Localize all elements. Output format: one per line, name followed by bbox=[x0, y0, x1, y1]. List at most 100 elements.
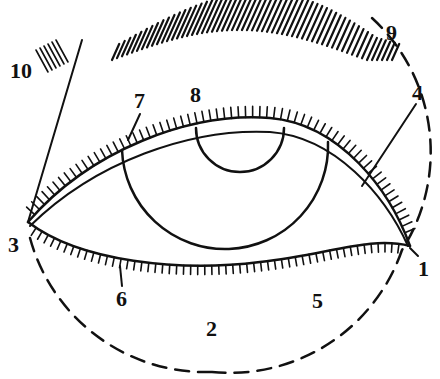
eyelash bbox=[384, 243, 386, 252]
eyelash bbox=[181, 116, 184, 127]
eyelash bbox=[320, 124, 325, 134]
eyelash bbox=[381, 184, 390, 190]
eyelash bbox=[211, 265, 213, 274]
eyelash bbox=[57, 241, 61, 249]
eyebrow-hair bbox=[122, 38, 130, 56]
eyelash bbox=[94, 153, 100, 162]
eyelash bbox=[246, 263, 248, 272]
eyelash bbox=[399, 215, 409, 220]
eyelash bbox=[295, 257, 297, 266]
eyelash bbox=[239, 264, 241, 273]
eyelash bbox=[195, 113, 197, 124]
eyelash bbox=[38, 231, 43, 239]
eyelash bbox=[216, 109, 217, 120]
eyelash bbox=[47, 187, 54, 195]
eyebrow-hair bbox=[362, 35, 372, 58]
eyelash bbox=[64, 244, 67, 252]
eyebrow-hair bbox=[367, 38, 377, 60]
eyelash bbox=[37, 197, 45, 205]
eyelash bbox=[259, 106, 261, 117]
eyelash bbox=[253, 263, 256, 272]
eyelash bbox=[42, 192, 49, 200]
eyebrow-hair bbox=[117, 41, 125, 58]
eyelash bbox=[405, 228, 415, 232]
eyelash bbox=[167, 120, 170, 131]
eyelash bbox=[134, 261, 135, 270]
eyelash bbox=[314, 120, 319, 130]
eyelash bbox=[91, 252, 93, 261]
eyelash bbox=[76, 164, 82, 173]
eyelash bbox=[302, 256, 304, 265]
eyelash bbox=[391, 243, 393, 252]
eyelash bbox=[396, 209, 406, 214]
eyelash bbox=[288, 258, 289, 267]
eyelash bbox=[294, 112, 297, 123]
eyelash bbox=[225, 265, 227, 274]
eyebrow-hair bbox=[372, 39, 381, 60]
eyebrow-hair bbox=[247, 0, 264, 30]
eyelash bbox=[82, 160, 88, 169]
eyelash bbox=[176, 265, 178, 274]
eyelash bbox=[245, 107, 247, 118]
callout-number: 4 bbox=[412, 82, 423, 104]
eyelash bbox=[223, 108, 224, 119]
eyelash bbox=[70, 169, 76, 178]
eyebrow-hair bbox=[232, 0, 249, 30]
eyelash bbox=[53, 182, 60, 190]
eyelash bbox=[287, 110, 290, 121]
eyelash bbox=[363, 161, 371, 168]
eyebrow-hair bbox=[257, 0, 274, 31]
eyelash bbox=[27, 207, 35, 214]
eyelash bbox=[343, 248, 345, 257]
eyelash bbox=[78, 248, 81, 257]
eyelash bbox=[188, 114, 191, 125]
eyebrow bbox=[112, 0, 399, 60]
callout-number: 9 bbox=[386, 22, 397, 44]
pupil bbox=[196, 128, 284, 172]
eyelash bbox=[147, 263, 150, 272]
eyelash bbox=[350, 247, 352, 256]
callout-number: 3 bbox=[8, 234, 19, 256]
nose-line bbox=[28, 40, 82, 222]
eyelash bbox=[98, 254, 100, 263]
eyebrow-hair bbox=[337, 21, 350, 50]
callout-number: 6 bbox=[116, 288, 127, 310]
callout-number: 7 bbox=[134, 90, 145, 112]
eyelash bbox=[120, 259, 122, 268]
eyelash bbox=[377, 178, 386, 185]
eyelash bbox=[359, 155, 367, 163]
eyelash bbox=[197, 266, 199, 275]
eyelash bbox=[218, 265, 220, 274]
eyelash bbox=[343, 140, 350, 149]
callout-number: 10 bbox=[10, 60, 32, 82]
eyelash bbox=[398, 244, 399, 253]
eyelash bbox=[140, 130, 144, 140]
eyelash bbox=[174, 118, 177, 129]
eyebrow-hair bbox=[252, 0, 269, 30]
eyelash bbox=[237, 107, 239, 118]
eyelash bbox=[368, 166, 376, 173]
eyelash bbox=[133, 133, 137, 143]
eyelash bbox=[377, 243, 379, 252]
eyelash bbox=[113, 142, 118, 152]
eyelash bbox=[141, 262, 142, 271]
eyelash bbox=[309, 254, 311, 263]
eyelash bbox=[202, 111, 204, 122]
leader-line bbox=[120, 266, 122, 286]
eyelash bbox=[274, 260, 275, 269]
eyelash bbox=[56, 40, 68, 62]
eyebrow-hair bbox=[222, 0, 239, 31]
eyelash bbox=[126, 136, 131, 146]
eyelash bbox=[373, 172, 382, 179]
eyebrow-hair bbox=[347, 26, 359, 53]
eyelash bbox=[112, 257, 114, 266]
eyelash bbox=[281, 109, 283, 120]
eyebrow-hair bbox=[237, 0, 254, 30]
eyelash bbox=[209, 110, 211, 121]
iris bbox=[122, 142, 328, 249]
eyelash bbox=[71, 246, 74, 254]
eyelash bbox=[154, 263, 156, 272]
callout-number: 8 bbox=[190, 84, 201, 106]
eyelash bbox=[161, 264, 163, 273]
eyelash bbox=[105, 256, 107, 265]
